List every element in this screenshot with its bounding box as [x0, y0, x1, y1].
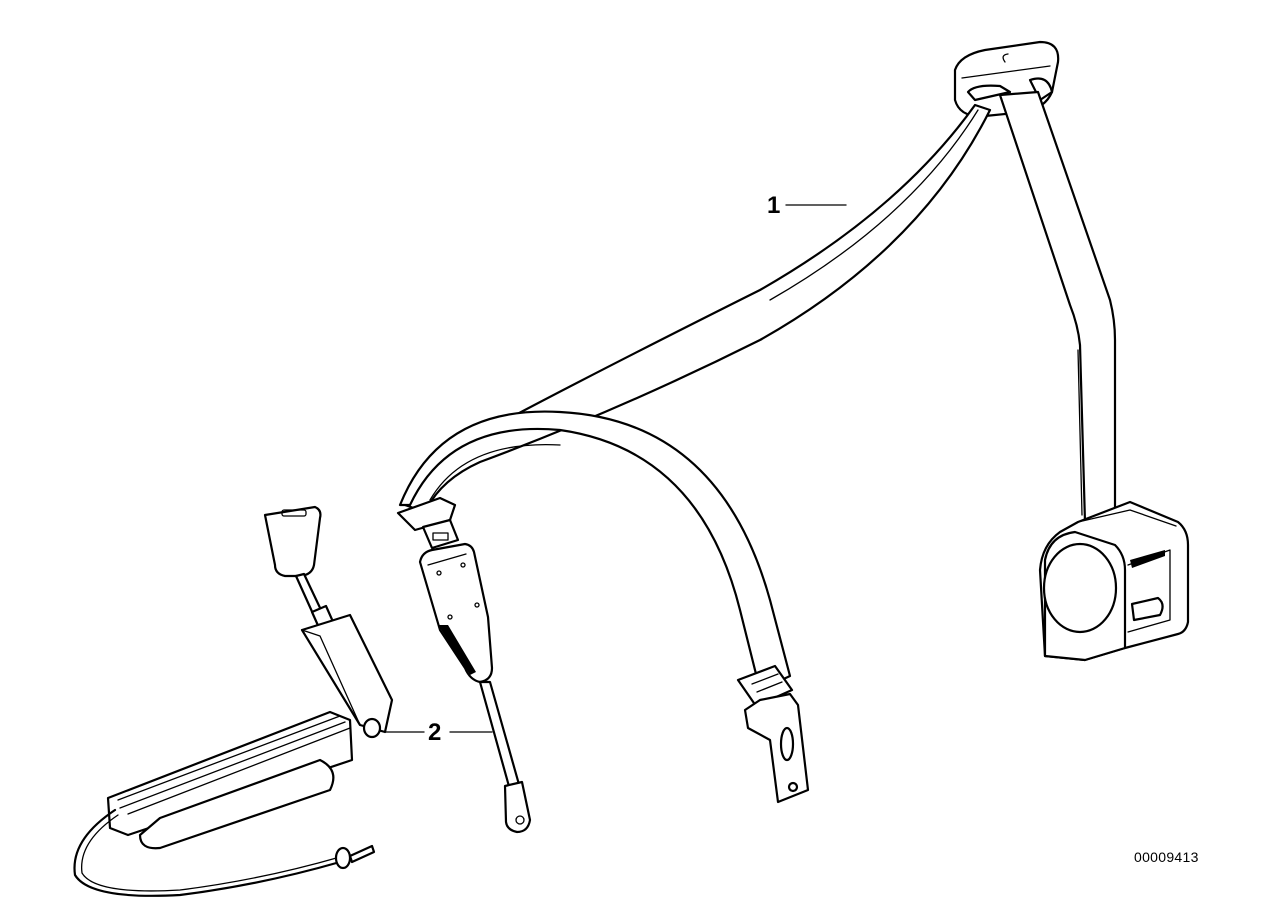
callout-number-2: 2	[428, 719, 442, 746]
diagonal-shoulder-belt	[403, 103, 992, 514]
latch-tongue	[396, 496, 460, 550]
pretensioner-assembly	[73, 505, 394, 897]
document-number: 00009413	[1134, 849, 1199, 865]
lap-anchor-plate	[743, 692, 810, 804]
belt-retractor	[1038, 500, 1190, 662]
buckle-receiver	[418, 542, 532, 834]
shoulder-webbing-vertical	[998, 90, 1117, 524]
callout-number-1: 1	[767, 192, 781, 219]
